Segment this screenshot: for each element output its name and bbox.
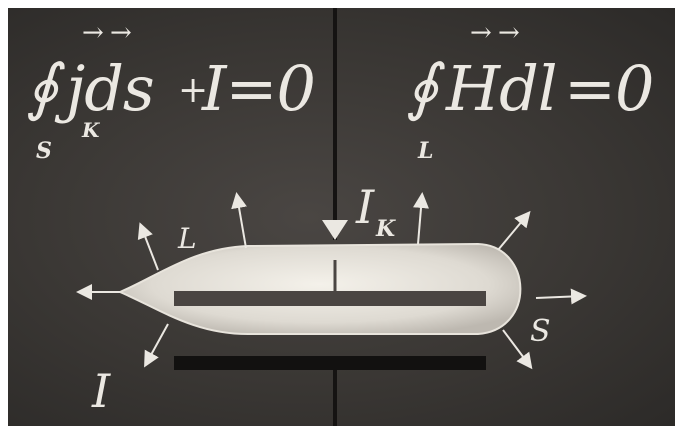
label-s: S — [530, 314, 551, 349]
label-ik: I — [356, 180, 375, 234]
diagram — [76, 8, 587, 426]
left-plus: + — [178, 70, 208, 111]
right-integral-sign: ∮ — [406, 50, 438, 123]
right-sub-l: L — [418, 138, 434, 164]
left-integral-sign: ∮ — [26, 50, 58, 123]
label-l: L — [178, 222, 197, 255]
left-sub-k: K — [82, 118, 100, 142]
current-ik-arrow — [322, 220, 348, 240]
label-i: I — [92, 364, 111, 418]
film-frame: ∮ → → jds + I=0 K S ∮ → → Hdl =0 L L I K… — [8, 8, 675, 426]
left-vector-arrows: → → — [82, 18, 132, 48]
surface-s — [117, 242, 522, 335]
left-equation-rhs: I=0 — [202, 52, 316, 125]
left-equation-body: jds — [66, 52, 155, 125]
capacitor-plate-upper — [174, 291, 486, 306]
right-vector-arrows: → → — [470, 18, 520, 48]
left-sub-s: S — [36, 138, 52, 164]
right-equation-body: Hdl — [446, 52, 558, 125]
capacitor-plate-lower — [174, 356, 486, 370]
normal-arrows — [76, 192, 587, 370]
label-ik-sub: K — [376, 216, 396, 242]
right-equation-rhs: =0 — [564, 52, 654, 125]
